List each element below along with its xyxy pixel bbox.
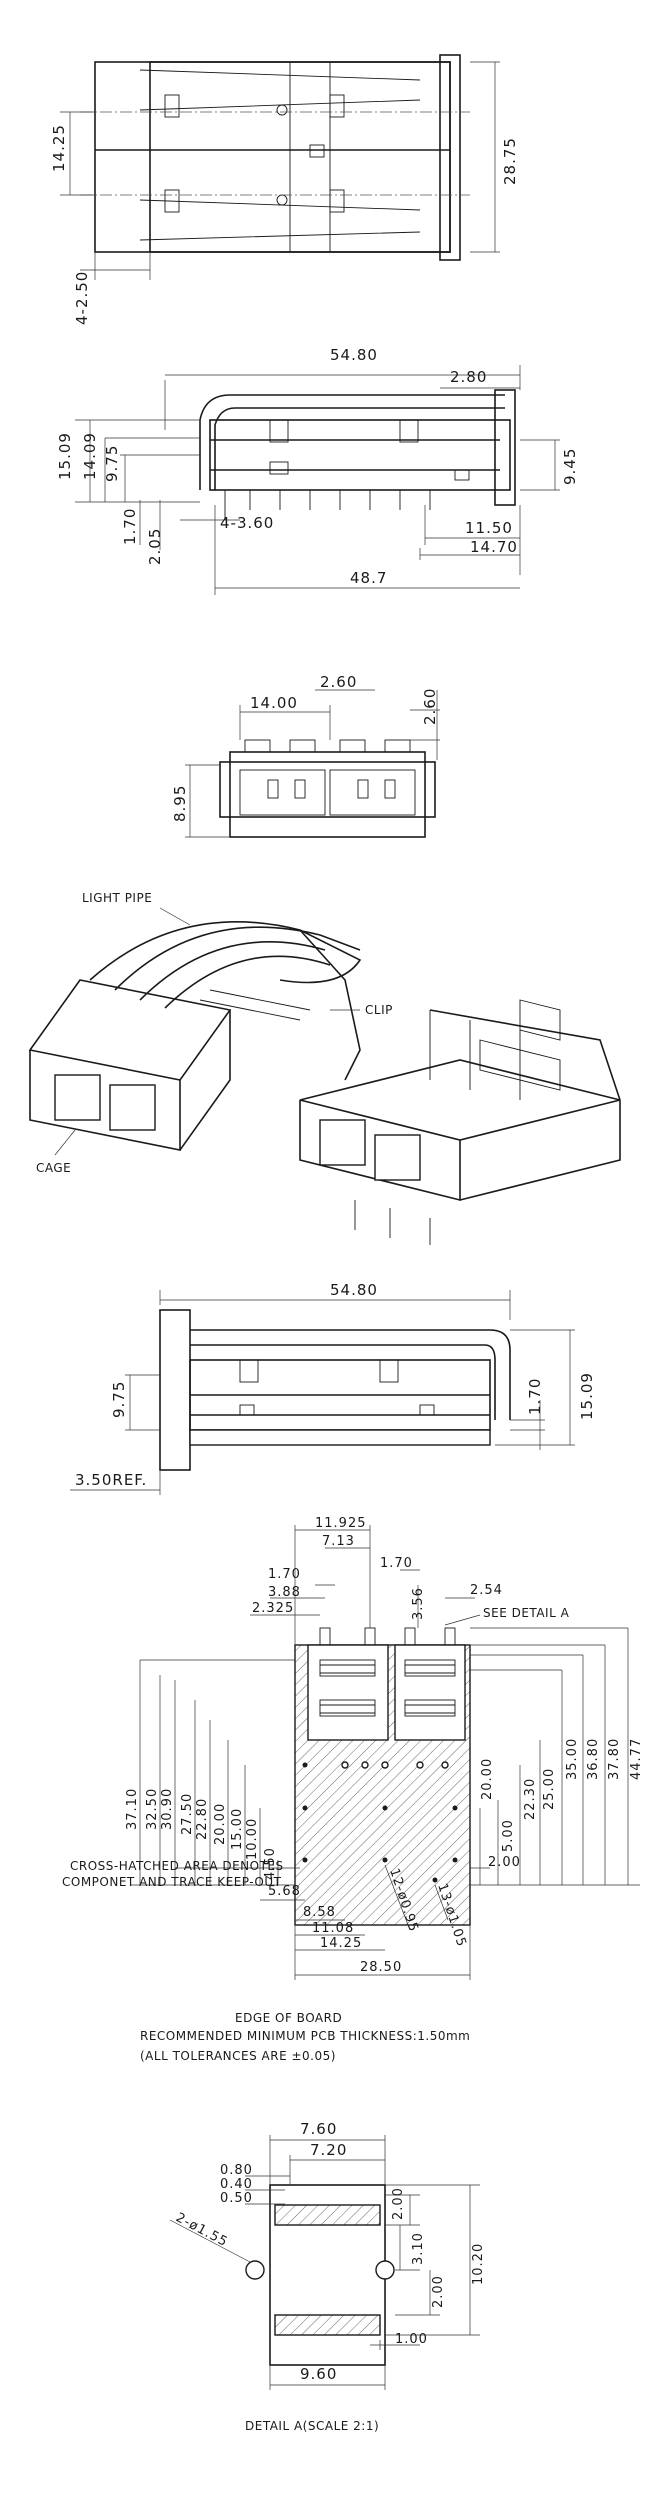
dim-3-88: 3.88 xyxy=(268,1585,301,1600)
pcb-thickness-note: RECOMMENDED MINIMUM PCB THICKNESS:1.50mm xyxy=(140,2029,470,2043)
dim-3-10: 3.10 xyxy=(411,2232,426,2265)
detail-a-title: DETAIL A(SCALE 2:1) xyxy=(245,2419,379,2433)
dim-15-09-side2: 15.09 xyxy=(578,1372,596,1420)
dim-7-60: 7.60 xyxy=(300,2120,337,2138)
dim-28-50: 28.50 xyxy=(360,1960,402,1975)
side-view-2: 54.80 9.75 1.70 15.09 3.50REF. xyxy=(70,1281,596,1495)
edge-of-board-label: EDGE OF BOARD xyxy=(235,2011,342,2025)
keepout-note-line-2: COMPONET AND TRACE KEEP-OUT xyxy=(62,1875,282,1889)
dim-11-925: 11.925 xyxy=(315,1516,367,1531)
dim-1-00: 1.00 xyxy=(395,2332,428,2347)
dim-2-00-detail-top: 2.00 xyxy=(391,2187,406,2220)
left-dimension-stack: 37.10 32.50 30.90 27.50 22.80 20.00 15.0… xyxy=(125,1660,295,1886)
dim-8-58: 8.58 xyxy=(303,1905,336,1920)
dim-14-00: 14.00 xyxy=(250,694,298,712)
dim-54-80-side: 54.80 xyxy=(330,346,378,364)
dim-3-56: 3.56 xyxy=(411,1587,426,1620)
front-view: 14.00 2.60 2.60 8.95 xyxy=(171,673,440,838)
dim-20-00-right: 20.00 xyxy=(480,1758,495,1800)
dim-2-60-h: 2.60 xyxy=(320,673,357,691)
pcb-footprint-view: 11.925 7.13 1.70 1.70 3.88 2.325 3.56 2.… xyxy=(62,1516,644,2063)
dim-4-3-60: 4-3.60 xyxy=(220,514,274,532)
dim-28-75: 28.75 xyxy=(501,137,519,185)
dim-1-70-top-right: 1.70 xyxy=(380,1556,413,1571)
dim-1-70-top-left: 1.70 xyxy=(268,1567,301,1582)
dim-44-77: 44.77 xyxy=(629,1738,644,1780)
dim-2-00-detail-mid: 2.00 xyxy=(431,2275,446,2308)
dim-2-54: 2.54 xyxy=(470,1583,503,1598)
dim-0-40: 0.40 xyxy=(220,2177,253,2192)
dim-4-2-50: 4-2.50 xyxy=(73,271,91,325)
top-view: 14.25 28.75 4-2.50 xyxy=(50,54,519,325)
dim-14-70: 14.70 xyxy=(470,538,518,556)
dim-9-45: 9.45 xyxy=(561,448,579,485)
dim-5-00: 5.00 xyxy=(501,1819,516,1852)
dim-7-13: 7.13 xyxy=(322,1534,355,1549)
see-detail-a: SEE DETAIL A xyxy=(483,1606,570,1620)
dim-25-00: 25.00 xyxy=(542,1768,557,1810)
dim-8-95: 8.95 xyxy=(171,785,189,822)
dim-54-80-side2: 54.80 xyxy=(330,1281,378,1299)
label-light-pipe: LIGHT PIPE xyxy=(82,891,152,905)
dim-4-50: 4.50 xyxy=(263,1847,278,1880)
dim-11-50: 11.50 xyxy=(465,519,513,537)
right-dimension-stack: 44.77 37.80 36.80 35.00 25.00 22.30 20.0… xyxy=(470,1627,644,1886)
dim-1-70-side: 1.70 xyxy=(121,508,139,545)
dim-2-325: 2.325 xyxy=(252,1601,294,1616)
dim-14-09: 14.09 xyxy=(81,432,99,480)
dim-22-80: 22.80 xyxy=(195,1798,210,1840)
dim-20-00-left: 20.00 xyxy=(213,1803,228,1845)
dim-3-50ref: 3.50REF. xyxy=(75,1471,147,1489)
dim-48-7: 48.7 xyxy=(350,569,387,587)
dim-2-80: 2.80 xyxy=(450,368,487,386)
dim-10-20: 10.20 xyxy=(471,2243,486,2285)
dim-14-25: 14.25 xyxy=(50,124,68,172)
dim-5-68: 5.68 xyxy=(268,1884,301,1899)
isometric-view: LIGHT PIPE CLIP CAGE xyxy=(28,891,621,1245)
dim-2-00-footprint: 2.00 xyxy=(488,1855,521,1870)
dim-9-75-side: 9.75 xyxy=(103,445,121,482)
dim-37-10: 37.10 xyxy=(125,1788,140,1830)
label-cage: CAGE xyxy=(36,1161,71,1175)
side-view: 54.80 2.80 15.09 14.09 9.75 9.45 1.70 2.… xyxy=(56,346,579,595)
dim-2-holes-1-55: 2-ø1.55 xyxy=(173,2210,230,2250)
dim-9-60: 9.60 xyxy=(300,2365,337,2383)
dim-30-90: 30.90 xyxy=(160,1788,175,1830)
dim-35-00: 35.00 xyxy=(565,1738,580,1780)
dim-0-80: 0.80 xyxy=(220,2163,253,2178)
dim-32-50: 32.50 xyxy=(145,1788,160,1830)
dim-9-75-side2: 9.75 xyxy=(110,1381,128,1418)
dim-11-08: 11.08 xyxy=(312,1921,354,1936)
dim-0-50: 0.50 xyxy=(220,2191,253,2206)
tolerance-note: (ALL TOLERANCES ARE ±0.05) xyxy=(140,2049,336,2063)
dim-36-80: 36.80 xyxy=(586,1738,601,1780)
dim-37-80: 37.80 xyxy=(607,1738,622,1780)
dim-10-00: 10.00 xyxy=(245,1818,260,1860)
dim-27-50: 27.50 xyxy=(180,1793,195,1835)
dim-2-60-v: 2.60 xyxy=(421,688,439,725)
detail-a-view: 7.60 7.20 0.80 0.40 0.50 2.00 3.10 2.00 … xyxy=(169,2120,486,2433)
dim-2-05: 2.05 xyxy=(146,528,164,565)
dim-15-09-side: 15.09 xyxy=(56,432,74,480)
dim-7-20: 7.20 xyxy=(310,2141,347,2159)
dim-1-70-side2: 1.70 xyxy=(526,1378,544,1415)
label-clip: CLIP xyxy=(365,1003,393,1017)
keepout-note-line-1: CROSS-HATCHED AREA DENOTES xyxy=(70,1859,284,1873)
dim-22-30: 22.30 xyxy=(523,1778,538,1820)
dim-15-00: 15.00 xyxy=(230,1808,245,1850)
dim-14-25-footprint: 14.25 xyxy=(320,1936,362,1951)
